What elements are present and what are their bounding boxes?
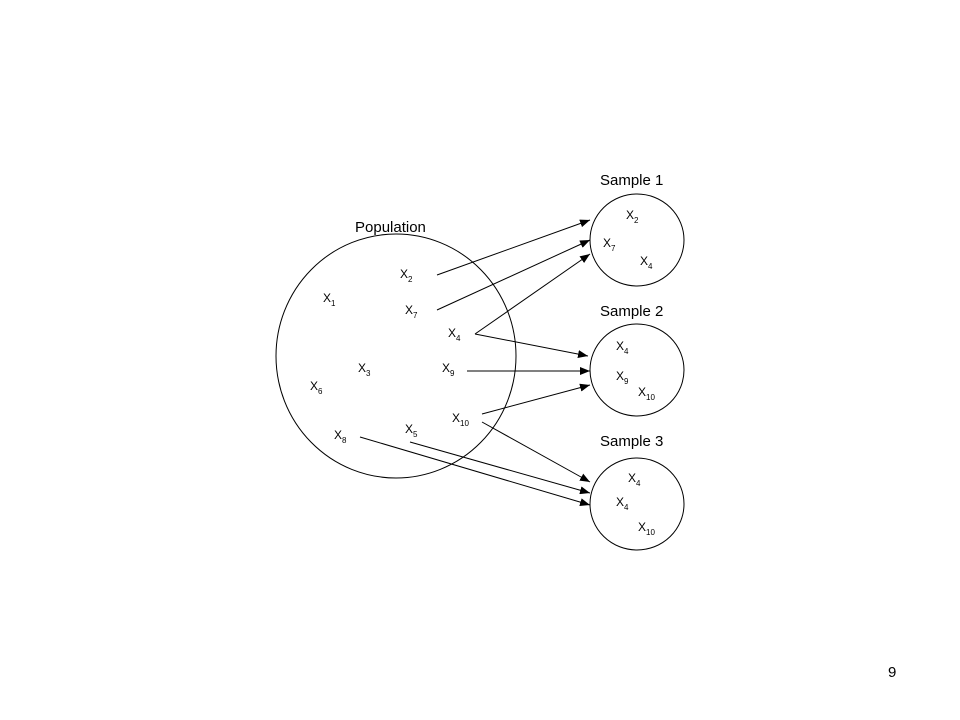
sample-2-title: Sample 2 [600,303,663,320]
population-item: X5 [405,422,418,439]
sample-3-title: Sample 3 [600,433,663,450]
sample-2-item: X9 [616,369,629,386]
population-title: Population [355,219,426,236]
population-item: X6 [310,379,323,396]
sample-3-item: X4 [628,471,641,488]
arrow-x10-to-sample-3 [481,421,591,483]
population-item: X3 [358,361,371,378]
sample-3-circle [589,457,685,551]
arrow-x4-to-sample-1 [474,253,591,335]
population-circle [275,233,517,479]
population-item: X2 [400,267,413,284]
population-item: X4 [448,326,461,343]
population-item: X1 [323,291,336,308]
arrow-x8-to-sample-3 [359,436,591,507]
population-item: X9 [442,361,455,378]
population-item: X7 [405,303,418,320]
sample-1-item: X4 [640,254,653,271]
sample-2-item: X4 [616,339,629,356]
sample-2-circle [589,323,685,417]
sample-1-item: X7 [603,236,616,253]
arrow-x5-to-sample-3 [409,441,591,495]
page-number: 9 [888,664,896,681]
sample-1-title: Sample 1 [600,172,663,189]
sample-1-item: X2 [626,208,639,225]
sample-3-item: X4 [616,495,629,512]
population-item: X10 [452,411,469,428]
sample-2-item: X10 [638,385,655,402]
arrow-x2-to-sample-1 [436,219,591,276]
population-item: X8 [334,428,347,445]
arrow-x7-to-sample-1 [436,239,591,311]
sample-3-item: X10 [638,520,655,537]
arrow-x4-to-sample-2 [474,333,589,359]
arrow-x10-to-sample-2 [481,383,591,415]
